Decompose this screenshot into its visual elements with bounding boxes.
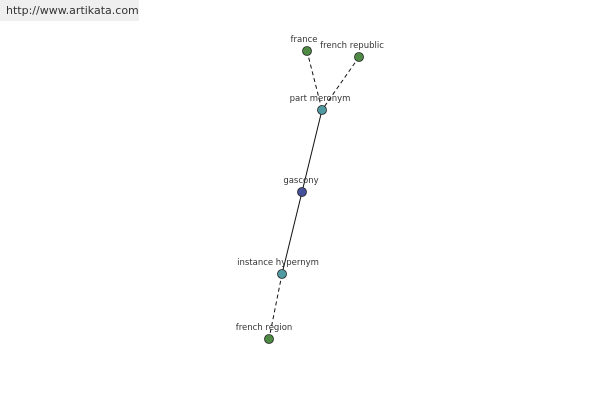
edge-gascony-to-instance-hypernym (281, 191, 303, 275)
edge-part-meronym-to-gascony (301, 109, 323, 193)
edge-french-republic-to-part-meronym (321, 56, 360, 111)
node-french-republic-dot[interactable] (354, 52, 364, 62)
node-france-dot[interactable] (302, 46, 312, 56)
node-part-meronym[interactable]: part meronym (290, 94, 351, 115)
node-french-region-dot[interactable] (264, 334, 274, 344)
node-instance-hypernym-label[interactable]: instance hypernym (237, 258, 319, 268)
node-gascony-dot[interactable] (297, 187, 307, 197)
node-instance-hypernym-dot[interactable] (277, 269, 287, 279)
node-french-republic-label[interactable]: french republic (320, 41, 384, 51)
graph-edges (268, 50, 360, 340)
site-url-badge[interactable]: http://www.artikata.com (0, 0, 139, 21)
node-part-meronym-dot[interactable] (317, 105, 327, 115)
node-instance-hypernym[interactable]: instance hypernym (237, 258, 319, 279)
node-french-republic[interactable]: french republic (320, 41, 384, 62)
node-french-region[interactable]: french region (236, 323, 293, 344)
node-gascony[interactable]: gascony (283, 176, 319, 197)
node-french-region-label[interactable]: french region (236, 323, 293, 333)
node-gascony-label[interactable]: gascony (283, 176, 318, 186)
node-part-meronym-label[interactable]: part meronym (290, 94, 351, 104)
edge-france-to-part-meronym (306, 50, 323, 111)
node-france-label[interactable]: france (291, 35, 318, 45)
node-france[interactable]: france (291, 35, 318, 56)
